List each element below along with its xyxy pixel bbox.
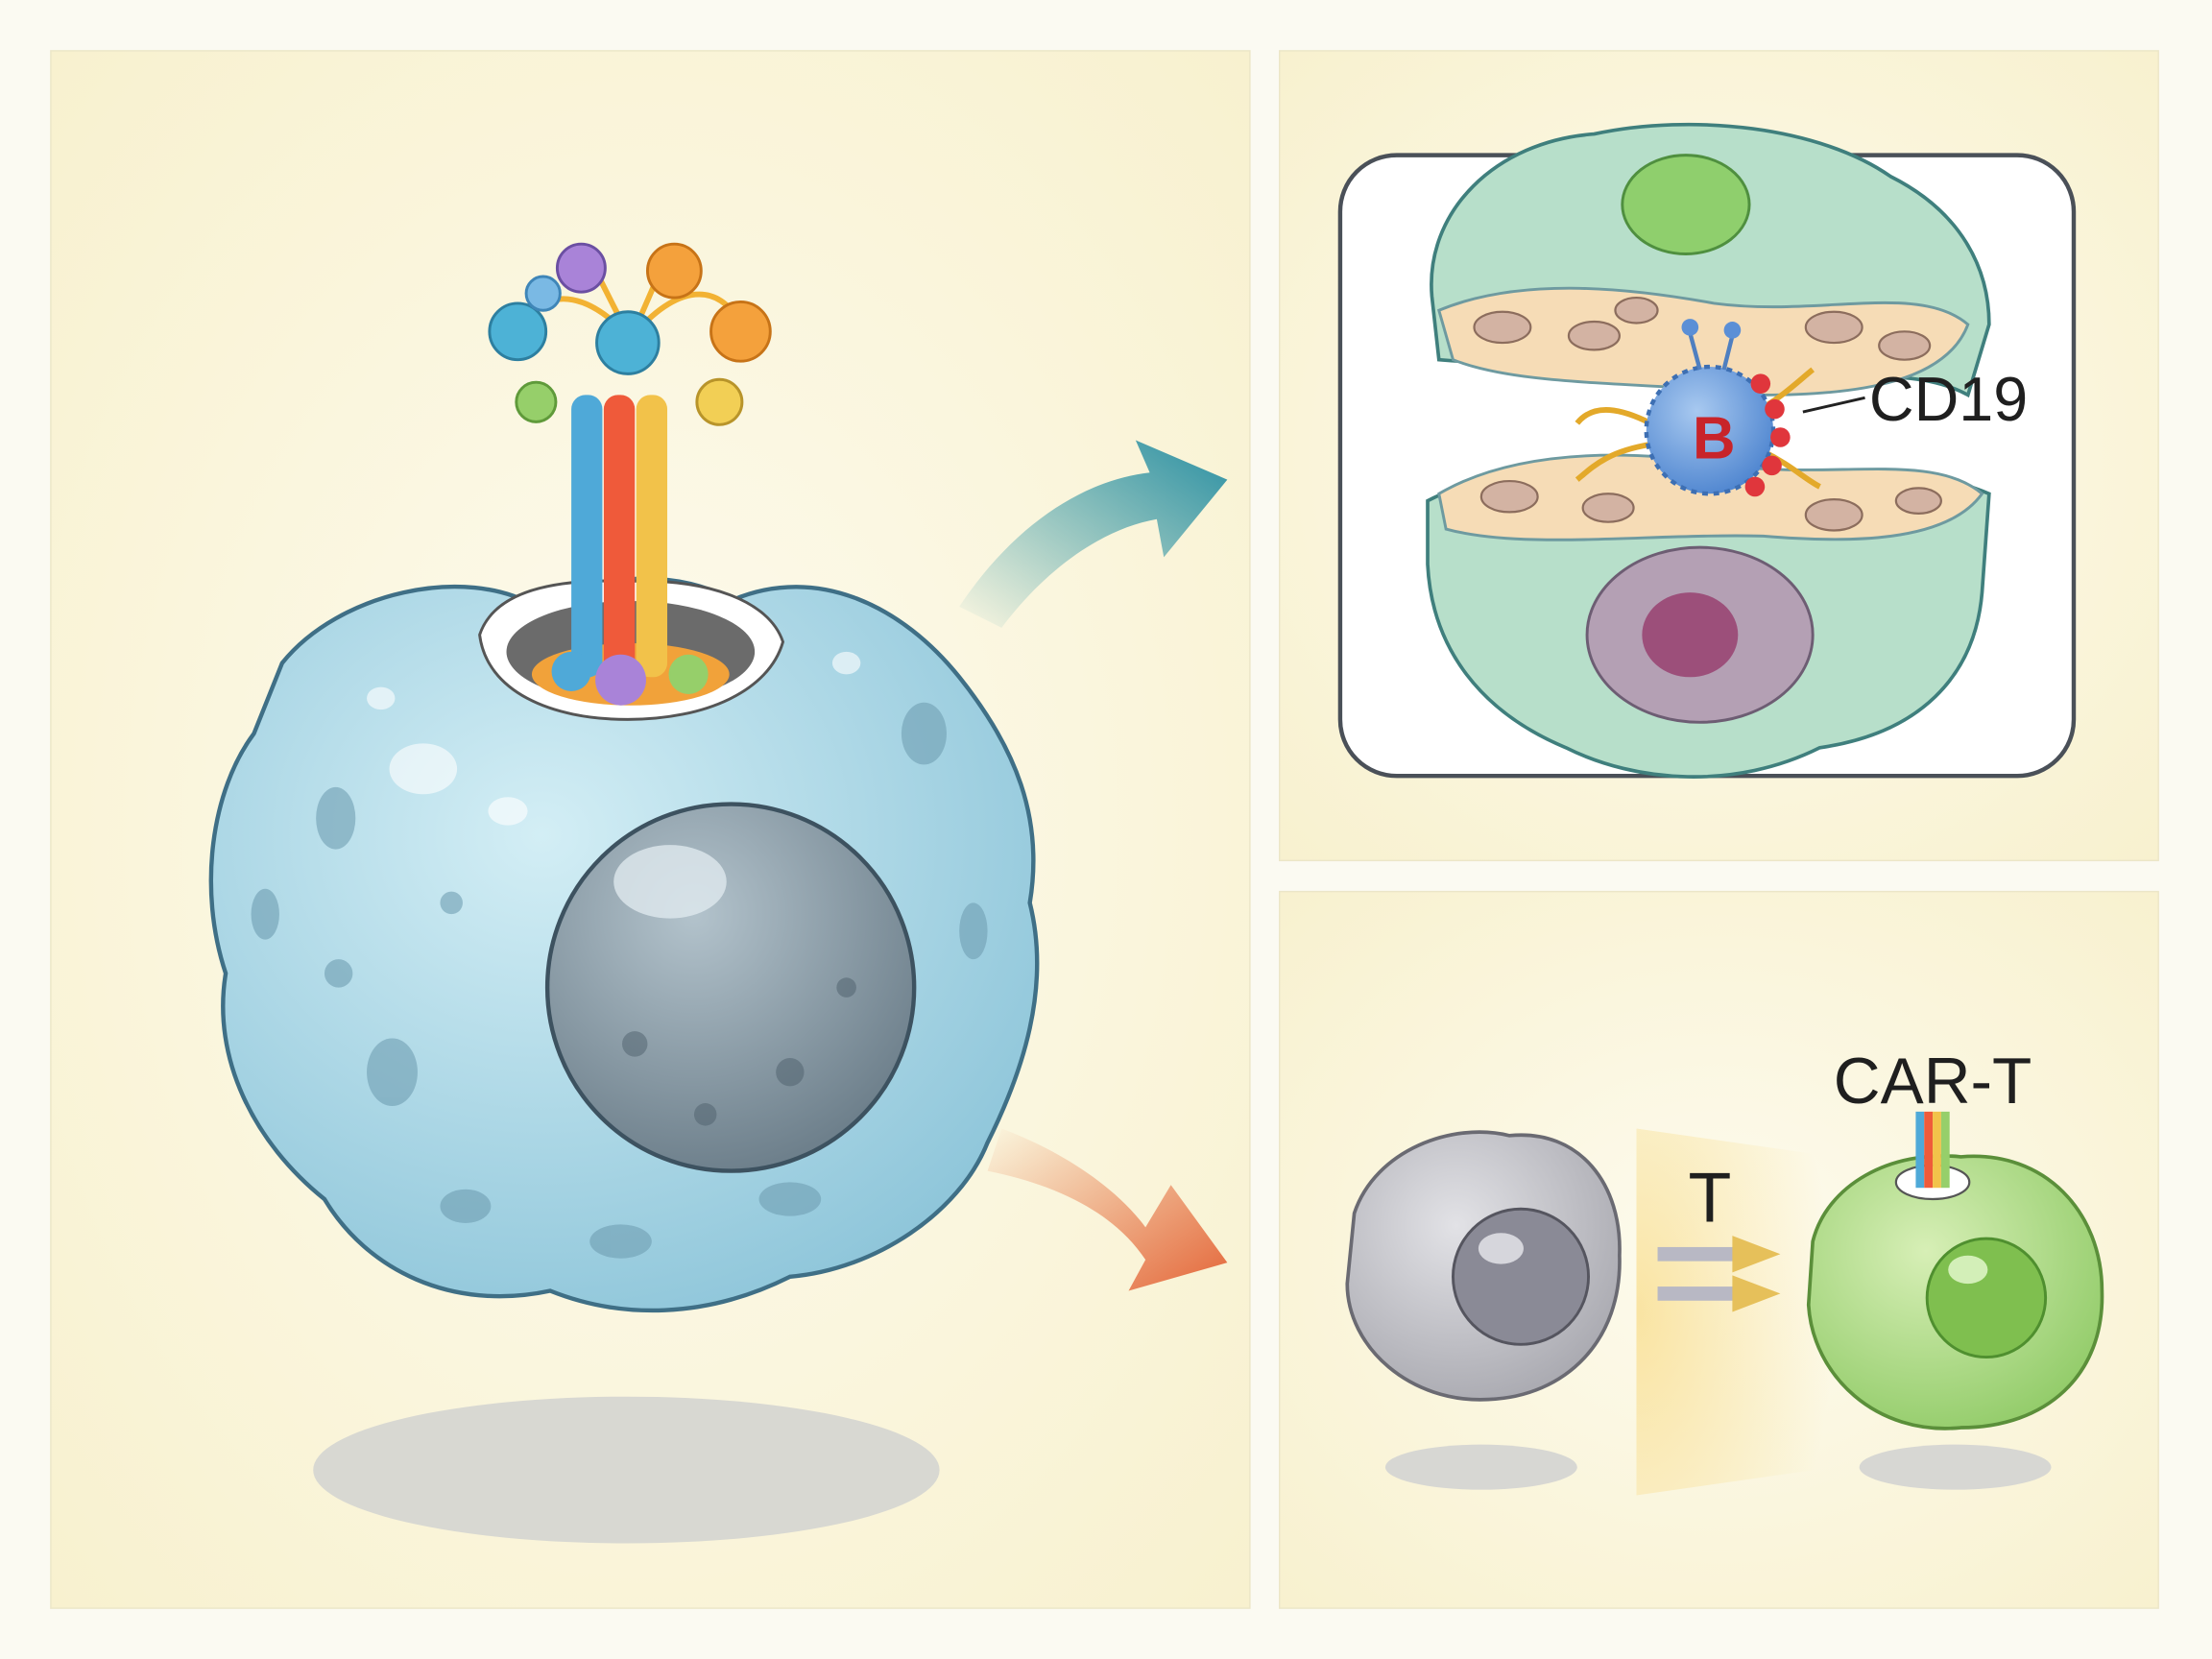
t-cell-nucleus bbox=[544, 802, 917, 1173]
cell-vesicles bbox=[251, 702, 988, 1259]
cd19-pointer bbox=[1802, 396, 1865, 414]
car-t-label: CAR-T bbox=[1834, 1046, 2032, 1118]
panel-b-cell-killing: B CD19 bbox=[1279, 50, 2159, 862]
car-receptor-small bbox=[1915, 1111, 1950, 1189]
cd19-label: CD19 bbox=[1869, 364, 2028, 434]
cell-shadow bbox=[313, 1396, 940, 1544]
b-cell-label: B bbox=[1693, 406, 1736, 472]
left-panel bbox=[50, 50, 1251, 1609]
transform-arrows bbox=[1657, 1236, 1781, 1312]
car-receptor bbox=[488, 242, 772, 706]
t-cell-label: T bbox=[1688, 1157, 1731, 1237]
b-cell: B bbox=[1575, 319, 1821, 497]
panel-car-t-engineering: T CAR-T bbox=[1279, 890, 2159, 1609]
arrow-to-engineering bbox=[987, 1128, 1228, 1291]
arrow-to-killing bbox=[959, 440, 1228, 628]
